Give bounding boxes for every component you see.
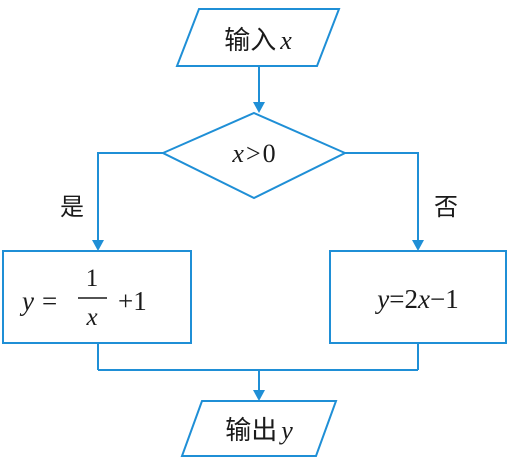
left-eq: = [42, 286, 57, 316]
input-parallelogram [175, 8, 341, 67]
right-formula: y=2x−1 [374, 284, 458, 314]
arrowhead-right-process [412, 240, 424, 251]
left-formula: y = 1 x +1 [19, 265, 147, 331]
output-parallelogram [180, 400, 338, 457]
edge-yes-branch [97, 152, 163, 243]
arrowhead-output [253, 390, 265, 401]
decision-node: x>0 [160, 111, 348, 200]
output-prefix: 输出 [225, 416, 277, 446]
right-process-box [329, 250, 507, 344]
left-lhs: y [19, 286, 34, 316]
right-coef: 2 [405, 284, 419, 314]
decision-diamond [160, 111, 348, 200]
condition-op: > [246, 139, 261, 168]
input-var: x [279, 26, 292, 55]
condition-label: x>0 [231, 139, 275, 168]
left-numerator: 1 [86, 265, 99, 292]
no-label: 否 [434, 193, 458, 221]
left-tail: +1 [118, 286, 147, 316]
condition-lhs: x [231, 139, 244, 168]
right-lhs: y [374, 284, 389, 314]
right-eq: = [389, 284, 404, 314]
right-process-node: y=2x−1 [329, 250, 507, 344]
edge-no-branch [345, 152, 419, 243]
left-process-box [2, 250, 192, 344]
left-process-node: y = 1 x +1 [2, 250, 192, 344]
connectors [92, 66, 424, 401]
right-tail: −1 [430, 284, 459, 314]
output-var: y [278, 416, 293, 445]
yes-label: 是 [60, 193, 84, 221]
arrowhead-decision [253, 102, 265, 113]
condition-rhs: 0 [263, 139, 276, 168]
left-denominator: x [85, 304, 97, 331]
input-prefix: 输入 [224, 26, 276, 56]
arrowhead-left-process [92, 240, 104, 251]
right-var: x [417, 284, 430, 314]
